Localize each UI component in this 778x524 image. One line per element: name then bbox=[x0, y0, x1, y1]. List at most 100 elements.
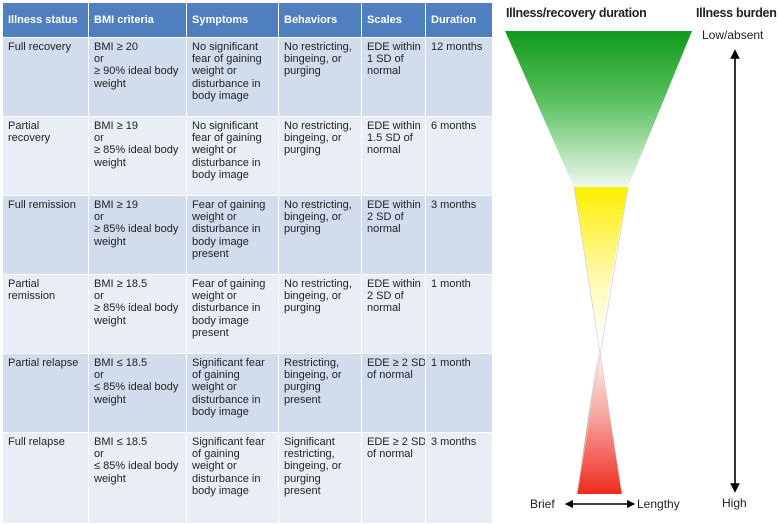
cell-text-line: EDE within bbox=[367, 41, 421, 53]
cell-text-line: Full recovery bbox=[8, 41, 71, 53]
cell-text-line: present bbox=[192, 326, 229, 339]
cell-text-line: weight bbox=[94, 472, 126, 485]
burden-high-label: High bbox=[722, 496, 747, 510]
cell-text-line: of normal bbox=[367, 369, 413, 382]
cell-text-line: normal bbox=[367, 65, 401, 78]
header-bmi-criteria: BMI criteria bbox=[88, 2, 187, 38]
cell-text-line: purging bbox=[284, 144, 321, 157]
cell-text-line: bingeing, or bbox=[284, 53, 342, 66]
cell-text-line: bingeing, or bbox=[284, 211, 342, 224]
cell-text-line: present bbox=[192, 247, 229, 260]
cell-text-line: weight or bbox=[192, 211, 237, 224]
cell-text-line: BMI ≤ 18.5 bbox=[94, 357, 148, 369]
cell-text-line: weight or bbox=[192, 290, 237, 303]
cell-text-line: Partial bbox=[8, 278, 40, 290]
cell-text-line: weight or bbox=[192, 65, 237, 78]
cell-text-line: 2 SD of bbox=[367, 211, 404, 224]
duration-brief-label: Brief bbox=[530, 497, 555, 511]
cell-text-line: fear of gaining bbox=[192, 53, 262, 66]
cell-text-line: 3 months bbox=[431, 436, 477, 448]
burden-low-label: Low/absent bbox=[702, 28, 764, 42]
cell-text-line: or bbox=[94, 369, 104, 382]
cell-text-line: remission bbox=[8, 290, 56, 303]
cell-text-line: present bbox=[284, 484, 321, 497]
cell-text-line: BMI ≥ 18.5 bbox=[94, 278, 148, 290]
cell-text-line: disturbance in bbox=[192, 472, 261, 485]
cell-text-line: or bbox=[94, 53, 104, 66]
cell-text-line: or bbox=[94, 290, 104, 303]
cell-text-line: weight or bbox=[192, 144, 237, 157]
cell-text-line: Significant bbox=[284, 436, 335, 448]
cell-illness-status: Full remission bbox=[2, 195, 89, 275]
cell-text-line: No restricting, bbox=[284, 120, 352, 132]
cell-text-line: ≤ 85% ideal body bbox=[94, 460, 179, 473]
cell-text-line: purging bbox=[284, 381, 321, 394]
cell-text-line: body image bbox=[192, 235, 249, 248]
cell-illness-status: Full recovery bbox=[2, 37, 89, 117]
cell-text-line: EDE ≥ 2 SD bbox=[367, 436, 426, 448]
cell-text-line: weight bbox=[94, 156, 126, 169]
cell-text-line: or bbox=[94, 211, 104, 224]
red-relapse-funnel bbox=[577, 344, 622, 494]
cell-text-line: disturbance in bbox=[192, 223, 261, 236]
cell-text-line: normal bbox=[367, 144, 401, 157]
cell-text-line: 3 months bbox=[431, 199, 477, 211]
header-duration: Duration bbox=[425, 2, 493, 38]
cell-illness-status: Partial relapse bbox=[2, 353, 89, 433]
cell-text-line: BMI ≤ 18.5 bbox=[94, 436, 148, 448]
cell-duration: 3 months bbox=[425, 432, 493, 524]
cell-text-line: Significant fear bbox=[192, 436, 265, 448]
cell-text-line: Partial bbox=[8, 120, 40, 132]
cell-text-line: ≥ 85% ideal body bbox=[94, 223, 179, 236]
cell-text-line: No restricting, bbox=[284, 41, 352, 53]
cell-text-line: 1.5 SD of bbox=[367, 132, 413, 145]
cell-text-line: 6 months bbox=[431, 120, 477, 132]
cell-text-line: bingeing, or bbox=[284, 369, 342, 382]
cell-text-line: Full remission bbox=[8, 199, 76, 211]
cell-text-line: ≤ 85% ideal body bbox=[94, 381, 179, 394]
cell-text-line: of normal bbox=[367, 448, 413, 461]
cell-text-line: Significant fear bbox=[192, 357, 265, 369]
green-recovery-funnel bbox=[505, 31, 692, 187]
cell-text-line: weight bbox=[94, 77, 126, 90]
yellow-remission-funnel bbox=[574, 187, 628, 344]
cell-text-line: No restricting, bbox=[284, 278, 352, 290]
cell-duration: 12 months bbox=[425, 37, 493, 117]
cell-text-line: weight bbox=[94, 393, 126, 406]
cell-text-line: Fear of gaining bbox=[192, 278, 266, 290]
cell-text-line: disturbance in bbox=[192, 77, 261, 90]
cell-text-line: ≥ 85% ideal body bbox=[94, 302, 179, 315]
header-behaviors: Behaviors bbox=[278, 2, 362, 38]
cell-text-line: 1 month bbox=[431, 278, 471, 290]
cell-text-line: body image bbox=[192, 89, 249, 102]
cell-text-line: EDE ≥ 2 SD bbox=[367, 357, 426, 369]
cell-text-line: BMI ≥ 19 bbox=[94, 120, 138, 132]
duration-lengthy-label: Lengthy bbox=[637, 497, 680, 511]
cell-text-line: No restricting, bbox=[284, 199, 352, 211]
burden-title: Illness burden bbox=[696, 6, 777, 20]
cell-text-line: BMI ≥ 19 bbox=[94, 199, 138, 211]
cell-text-line: EDE within bbox=[367, 199, 421, 211]
header-illness-status: Illness status bbox=[2, 2, 89, 38]
cell-text-line: No significant bbox=[192, 120, 259, 132]
